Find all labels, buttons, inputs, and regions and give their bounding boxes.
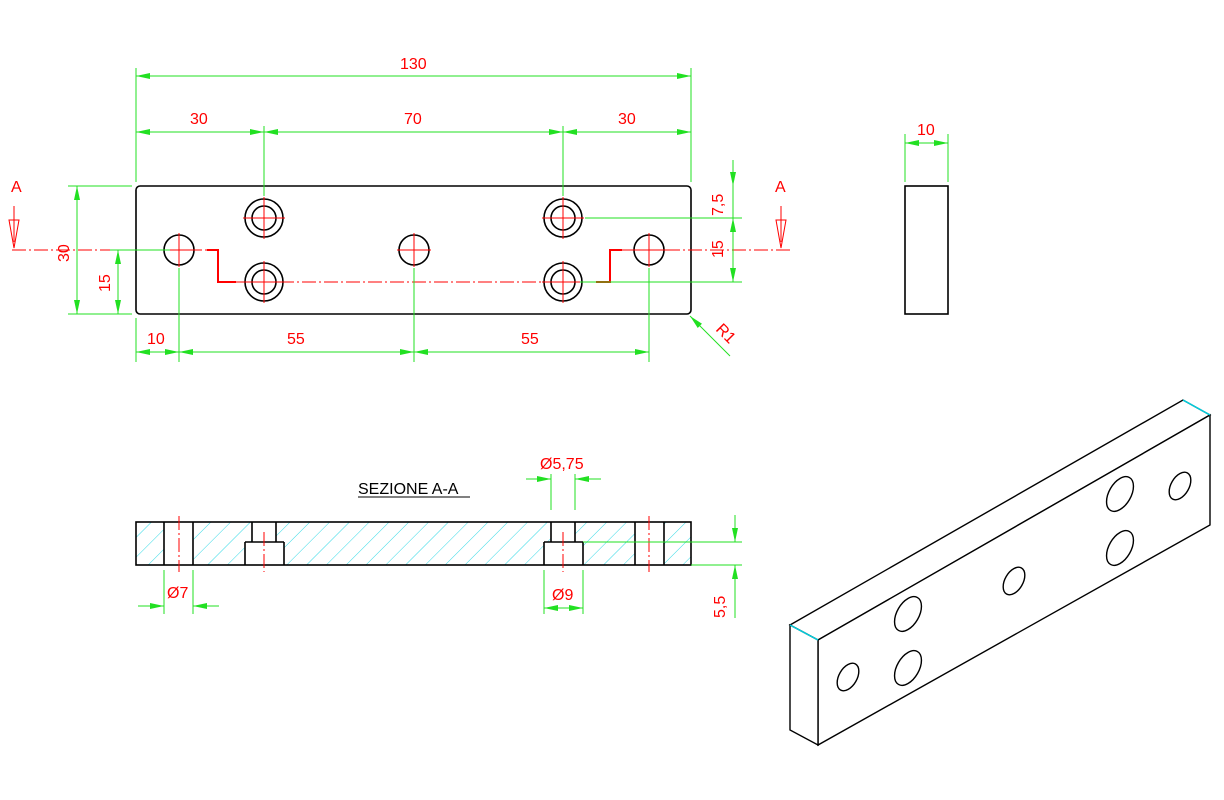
- dim-overall-length: 130: [400, 56, 427, 73]
- dim-radius: R1: [712, 321, 739, 348]
- dim-offset-left: 30: [190, 111, 208, 128]
- dimensions: 130 30 70 30 30 15 7,5 15 10 55 55 R1: [56, 56, 742, 362]
- dim-height: 30: [56, 244, 73, 262]
- section-marker-right: A: [775, 179, 786, 196]
- dim-offset-right: 30: [618, 111, 636, 128]
- dim-thickness: 10: [917, 122, 935, 139]
- front-view: A A 130 30 70 30: [8, 56, 790, 362]
- dim-counterbore-small: Ø5,75: [540, 456, 584, 473]
- section-cut-right: [596, 249, 622, 283]
- dim-bottom-left: 10: [147, 331, 165, 348]
- dim-hole-height: 15: [97, 274, 114, 292]
- section-outline: [135, 521, 692, 566]
- dim-counterbore-large: Ø9: [552, 587, 573, 604]
- section-arrow-right-icon: [775, 206, 787, 249]
- dim-bottom-mid-right: 55: [521, 331, 539, 348]
- section-cut-left: [207, 249, 236, 283]
- dim-right-offset-mid: 15: [710, 240, 727, 258]
- section-arrow-left-icon: [8, 206, 20, 249]
- through-holes: [162, 233, 666, 267]
- dim-counterbore-depth: 5,5: [712, 596, 729, 618]
- iso-holes: [836, 471, 1192, 692]
- dim-through-hole: Ø7: [167, 585, 188, 602]
- side-outline: [904, 185, 949, 315]
- section-view: SEZIONE A-A Ø5,75 Ø7 Ø9 5,5: [135, 456, 742, 618]
- section-title: SEZIONE A-A: [358, 481, 459, 498]
- side-view: 10: [904, 122, 949, 315]
- counterbored-holes: [243, 197, 584, 303]
- dim-bottom-mid-left: 55: [287, 331, 305, 348]
- isometric-view: [788, 399, 1212, 747]
- dim-right-offset-top: 7,5: [710, 194, 727, 216]
- dim-spacing-middle: 70: [404, 111, 422, 128]
- section-marker-left: A: [11, 179, 22, 196]
